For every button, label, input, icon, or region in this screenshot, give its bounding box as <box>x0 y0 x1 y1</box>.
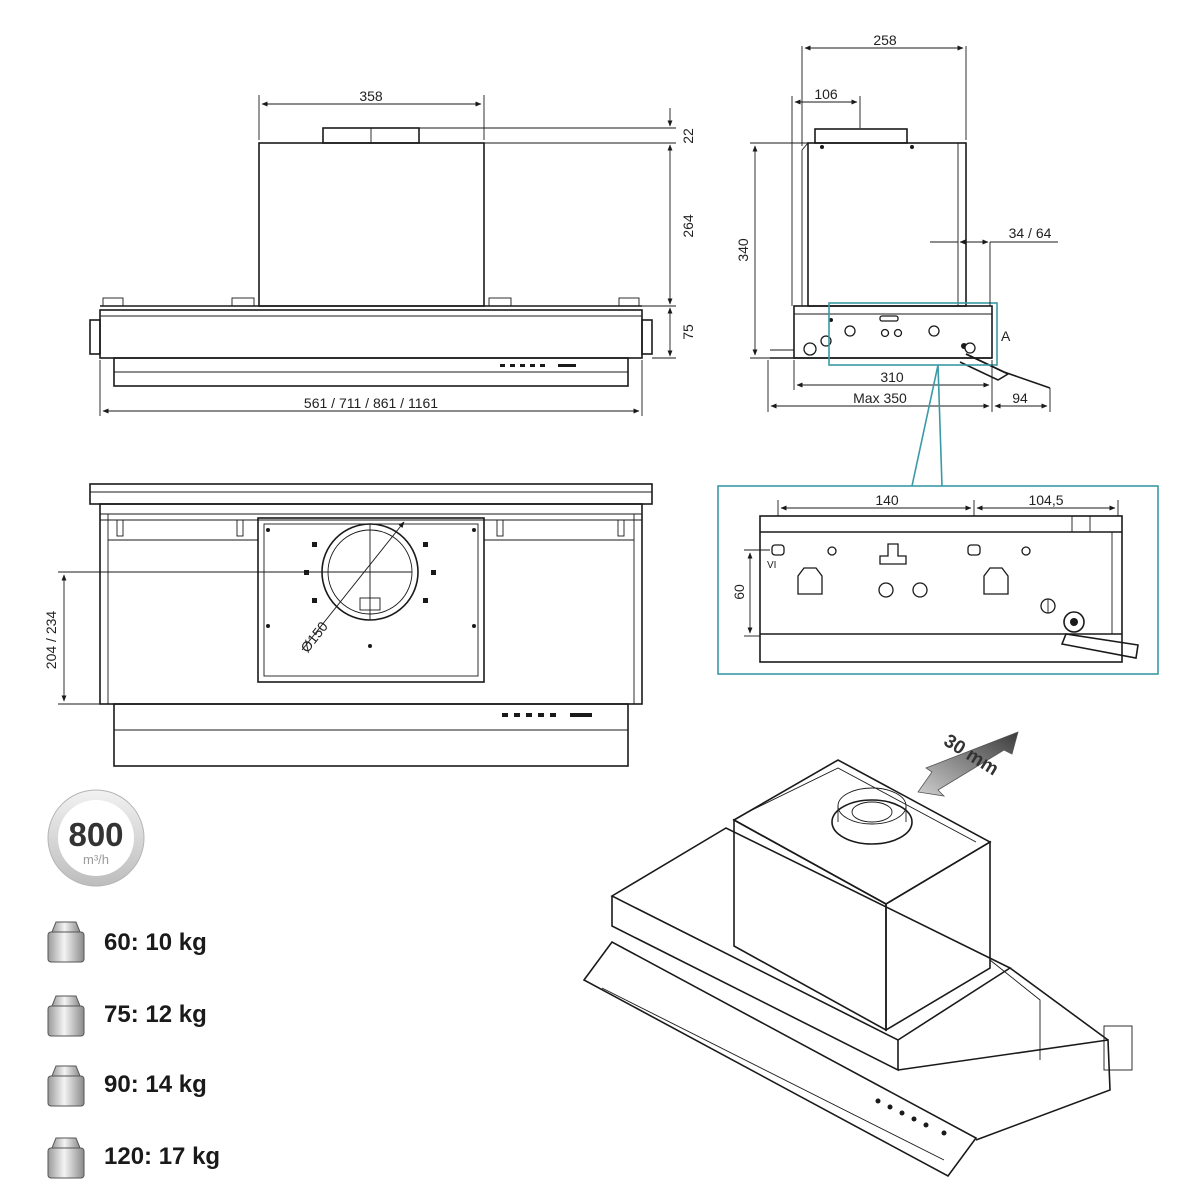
weight-label: 90: 14 kg <box>104 1071 207 1098</box>
dim-340: 340 <box>735 238 751 262</box>
detail-callout-left <box>911 364 939 487</box>
dim-204-234: 204 / 234 <box>43 611 59 670</box>
bottom-control-buttons <box>502 713 592 717</box>
dim-22: 22 <box>680 128 696 144</box>
dim-60: 60 <box>731 584 747 600</box>
airflow-badge: 800 m³/h <box>47 789 145 887</box>
iso-control-buttons <box>875 1098 947 1136</box>
dim-75: 75 <box>680 324 696 340</box>
front-view: 358 22 264 75 561 / 711 / 861 / 1161 <box>89 88 696 416</box>
svg-text:VI: VI <box>767 560 776 571</box>
bottom-slide-panel <box>113 703 629 767</box>
weight-list: 60: 10 kg 75: 12 kg 90: 14 kg 120: 17 kg <box>47 921 220 1179</box>
side-outlet-collar <box>814 128 908 144</box>
bottom-motor-box <box>257 517 485 683</box>
bottom-hood-body <box>99 503 643 705</box>
airflow-value: 800 <box>68 816 123 853</box>
dim-264: 264 <box>680 214 696 238</box>
isometric-view: 30 mm <box>582 730 1133 1178</box>
weight-icon <box>47 995 85 1037</box>
weight-icon <box>47 921 85 963</box>
airflow-unit: m³/h <box>83 852 109 867</box>
front-control-buttons <box>500 364 576 367</box>
dim-140: 140 <box>875 492 899 508</box>
side-view: A 258 106 340 34 / 64 310 Max 350 94 <box>735 32 1058 412</box>
dim-106: 106 <box>814 86 838 102</box>
iso-motor-box-side <box>885 840 991 1032</box>
detail-a-marker <box>828 302 998 366</box>
weight-row: 90: 14 kg <box>47 1065 207 1107</box>
dim-max-350: Max 350 <box>853 390 907 406</box>
dim-358: 358 <box>359 88 383 104</box>
dim-104-5: 104,5 <box>1028 492 1063 508</box>
dim-310: 310 <box>880 369 904 385</box>
dim-diameter-150: Ø150 <box>297 618 331 655</box>
weight-icon <box>47 1065 85 1107</box>
dim-widths: 561 / 711 / 861 / 1161 <box>304 395 438 411</box>
detail-a-label: A <box>1001 328 1011 344</box>
weight-icon <box>47 1137 85 1179</box>
dim-258: 258 <box>873 32 897 48</box>
detail-callout-right <box>937 364 943 487</box>
bottom-view: Ø150 204 / 234 <box>43 483 653 767</box>
weight-row: 75: 12 kg <box>47 995 207 1037</box>
detail-a-view: VI 140 104,5 60 <box>717 485 1159 675</box>
front-motor-box <box>258 142 485 307</box>
dim-94: 94 <box>1012 390 1028 406</box>
weight-row: 120: 17 kg <box>47 1137 220 1179</box>
weight-row: 60: 10 kg <box>47 921 207 963</box>
slide-arrow-icon <box>917 731 1019 797</box>
weight-label: 120: 17 kg <box>104 1143 220 1170</box>
weight-label: 60: 10 kg <box>104 929 207 956</box>
iso-duct-collar <box>831 799 913 845</box>
side-motor-box <box>807 142 967 307</box>
dim-34-64: 34 / 64 <box>1009 225 1052 241</box>
weight-label: 75: 12 kg <box>104 1001 207 1028</box>
detail-a-frame <box>717 485 1159 675</box>
iso-motor-box-top <box>732 759 992 905</box>
front-hood-body <box>99 309 643 359</box>
bottom-duct-screws <box>266 528 476 648</box>
